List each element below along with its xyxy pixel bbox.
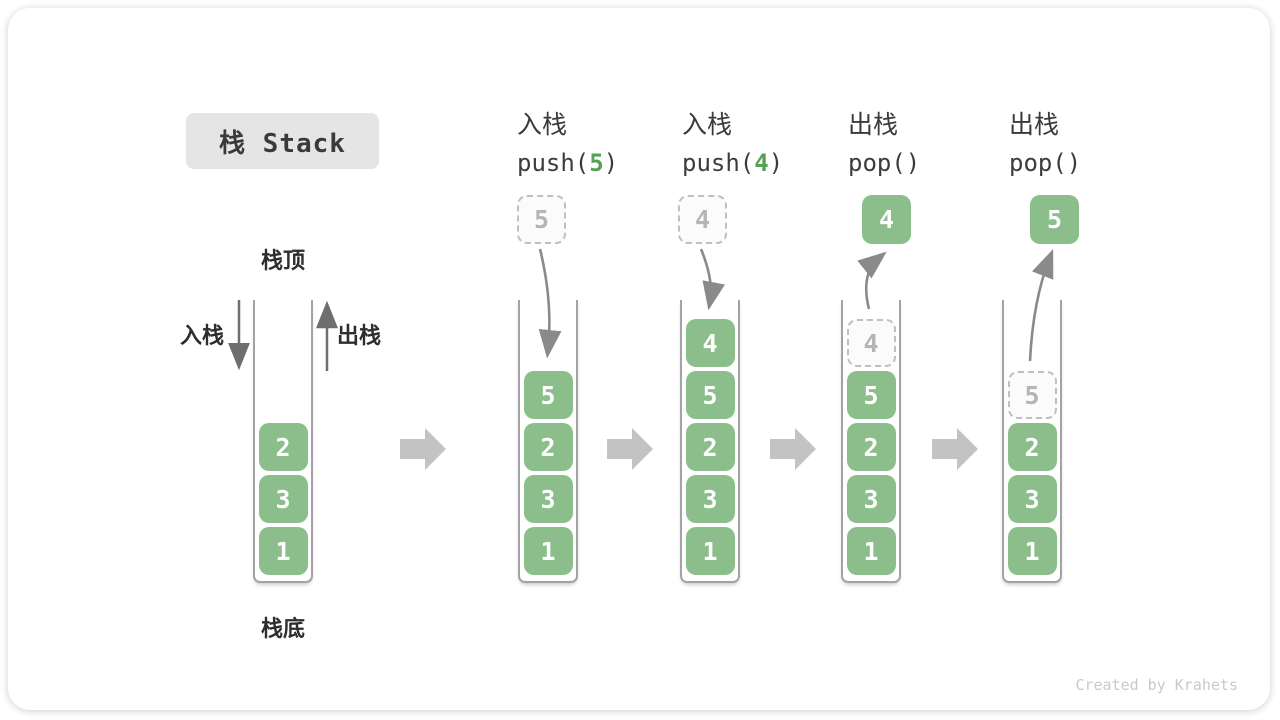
code-suf: ) [905,149,921,177]
stack-cell-ghost: 4 [846,319,896,367]
stack-cell-ghost: 5 [1007,371,1057,419]
stack-cell: 2 [846,423,896,471]
free-box-value: 5 [533,205,550,234]
stack-container-pop-5: 5 2 3 1 [1002,300,1062,583]
operation-code: pop() [848,149,920,177]
title-badge: 栈 Stack [186,113,379,169]
stack-container-push-4: 4 5 2 3 1 [680,300,740,583]
stack-container-initial: 2 3 1 [253,300,313,583]
code-arg: 4 [754,149,769,177]
operation-label: 入栈 [517,111,568,139]
operation-code: pop() [1009,149,1081,177]
stack-cell: 3 [523,475,573,523]
free-box-value: 4 [878,205,895,234]
free-box-push-4: 4 [678,195,727,244]
free-box-pop-4: 4 [862,195,911,244]
free-box-value: 4 [694,205,711,234]
stack-cell: 2 [258,423,308,471]
stack-cell: 5 [523,371,573,419]
stack-cell: 3 [685,475,735,523]
operation-label: 出栈 [848,111,899,139]
code-pre: push( [517,149,590,177]
code-suf: ) [603,149,619,177]
stack-cell: 2 [523,423,573,471]
operation-label: 入栈 [682,111,733,139]
stack-bottom-label: 栈底 [260,616,305,641]
stack-cell: 2 [1007,423,1057,471]
stage-header-pop-4: 出栈 pop() [848,105,920,177]
free-box-push-5: 5 [517,195,566,244]
stack-cell: 1 [258,527,308,575]
operation-label: 出栈 [1009,111,1060,139]
code-pre: pop( [1009,149,1067,177]
stack-cell: 5 [685,371,735,419]
code-suf: ) [768,149,784,177]
stack-cell: 1 [846,527,896,575]
code-arg: 5 [589,149,604,177]
pop-side-label: 出栈 [337,323,382,348]
stack-cell: 5 [846,371,896,419]
stack-cell: 3 [1007,475,1057,523]
stage-header-push-4: 入栈 push(4) [682,105,783,177]
code-pre: push( [682,149,755,177]
stack-top-label: 栈顶 [260,248,305,273]
title-badge-label: 栈 Stack [219,128,346,159]
stage-header-pop-5: 出栈 pop() [1009,105,1081,177]
operation-code: push(5) [517,149,618,177]
stack-cell: 2 [685,423,735,471]
code-suf: ) [1066,149,1082,177]
stack-cell: 3 [846,475,896,523]
operation-code: push(4) [682,149,783,177]
stack-container-push-5: 5 2 3 1 [518,300,578,583]
push-side-label: 入栈 [179,323,224,348]
stack-cell: 1 [523,527,573,575]
code-pre: pop( [848,149,906,177]
stack-cell: 1 [1007,527,1057,575]
stack-cell: 3 [258,475,308,523]
free-box-value: 5 [1046,205,1063,234]
free-box-pop-5: 5 [1030,195,1079,244]
stage-header-push-5: 入栈 push(5) [517,105,618,177]
stack-container-pop-4: 4 5 2 3 1 [841,300,901,583]
stack-cell: 4 [685,319,735,367]
watermark: Created by Krahets [1075,676,1238,694]
stack-cell: 1 [685,527,735,575]
